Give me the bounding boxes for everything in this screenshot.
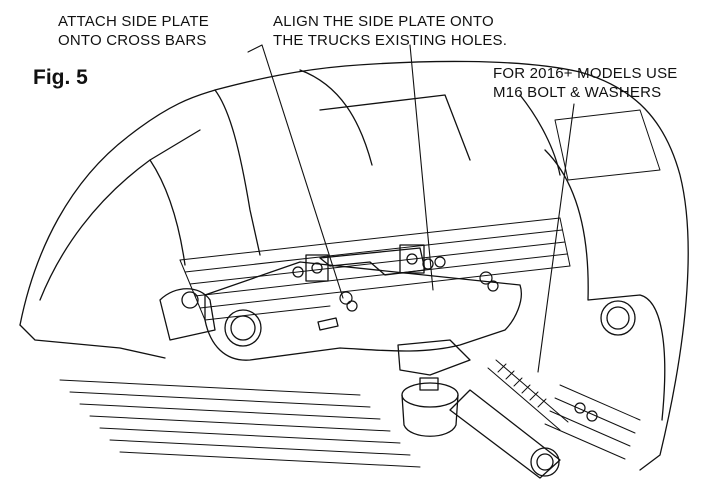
fender-inner <box>214 89 261 256</box>
panel-edge <box>519 94 561 176</box>
callout-attach-side-plate: ATTACH SIDE PLATE ONTO CROSS BARS <box>58 12 209 50</box>
leader-lines <box>247 44 575 373</box>
cross-bars <box>179 217 571 321</box>
fender-top <box>299 69 373 166</box>
callout-align-line1: ALIGN THE SIDE PLATE ONTO <box>273 13 494 30</box>
frame-hole-right <box>600 300 636 336</box>
clamp-body <box>397 339 471 376</box>
lower-arm <box>449 389 561 479</box>
side-plate <box>204 261 522 361</box>
figure-label: Fig. 5 <box>33 66 88 89</box>
panel-rect <box>554 109 661 181</box>
callout-models-line1: FOR 2016+ MODELS USE <box>493 65 678 82</box>
callout-attach-line2: ONTO CROSS BARS <box>58 32 207 49</box>
lower-eye <box>530 447 560 477</box>
bracket-block <box>399 244 425 274</box>
side-plate-slot <box>317 317 339 331</box>
bolts <box>339 256 598 422</box>
center-bracket <box>319 247 426 276</box>
callout-align-side-plate: ALIGN THE SIDE PLATE ONTO THE TRUCKS EXI… <box>273 12 507 50</box>
plate-hole-left <box>224 309 262 347</box>
left-bracket <box>159 288 216 341</box>
fender-lip <box>39 129 201 301</box>
callout-attach-line1: ATTACH SIDE PLATE <box>58 13 209 30</box>
fender-rib <box>319 94 471 161</box>
callout-models-line2: M16 BOLT & WASHERS <box>493 84 662 101</box>
fender-outline <box>19 60 689 471</box>
fender-left-lower <box>19 324 166 359</box>
frame-hole-right-inner <box>606 306 630 330</box>
floor-ribs <box>59 379 641 468</box>
plate-hole-left-inner <box>230 315 256 341</box>
callout-align-line2: THE TRUCKS EXISTING HOLES. <box>273 32 508 49</box>
callout-2016-models: FOR 2016+ MODELS USE M16 BOLT & WASHERS <box>493 64 677 102</box>
threaded-rod <box>487 359 569 431</box>
bumpstop <box>401 382 459 408</box>
fender-side <box>149 159 186 266</box>
side-panel-right <box>544 149 666 421</box>
